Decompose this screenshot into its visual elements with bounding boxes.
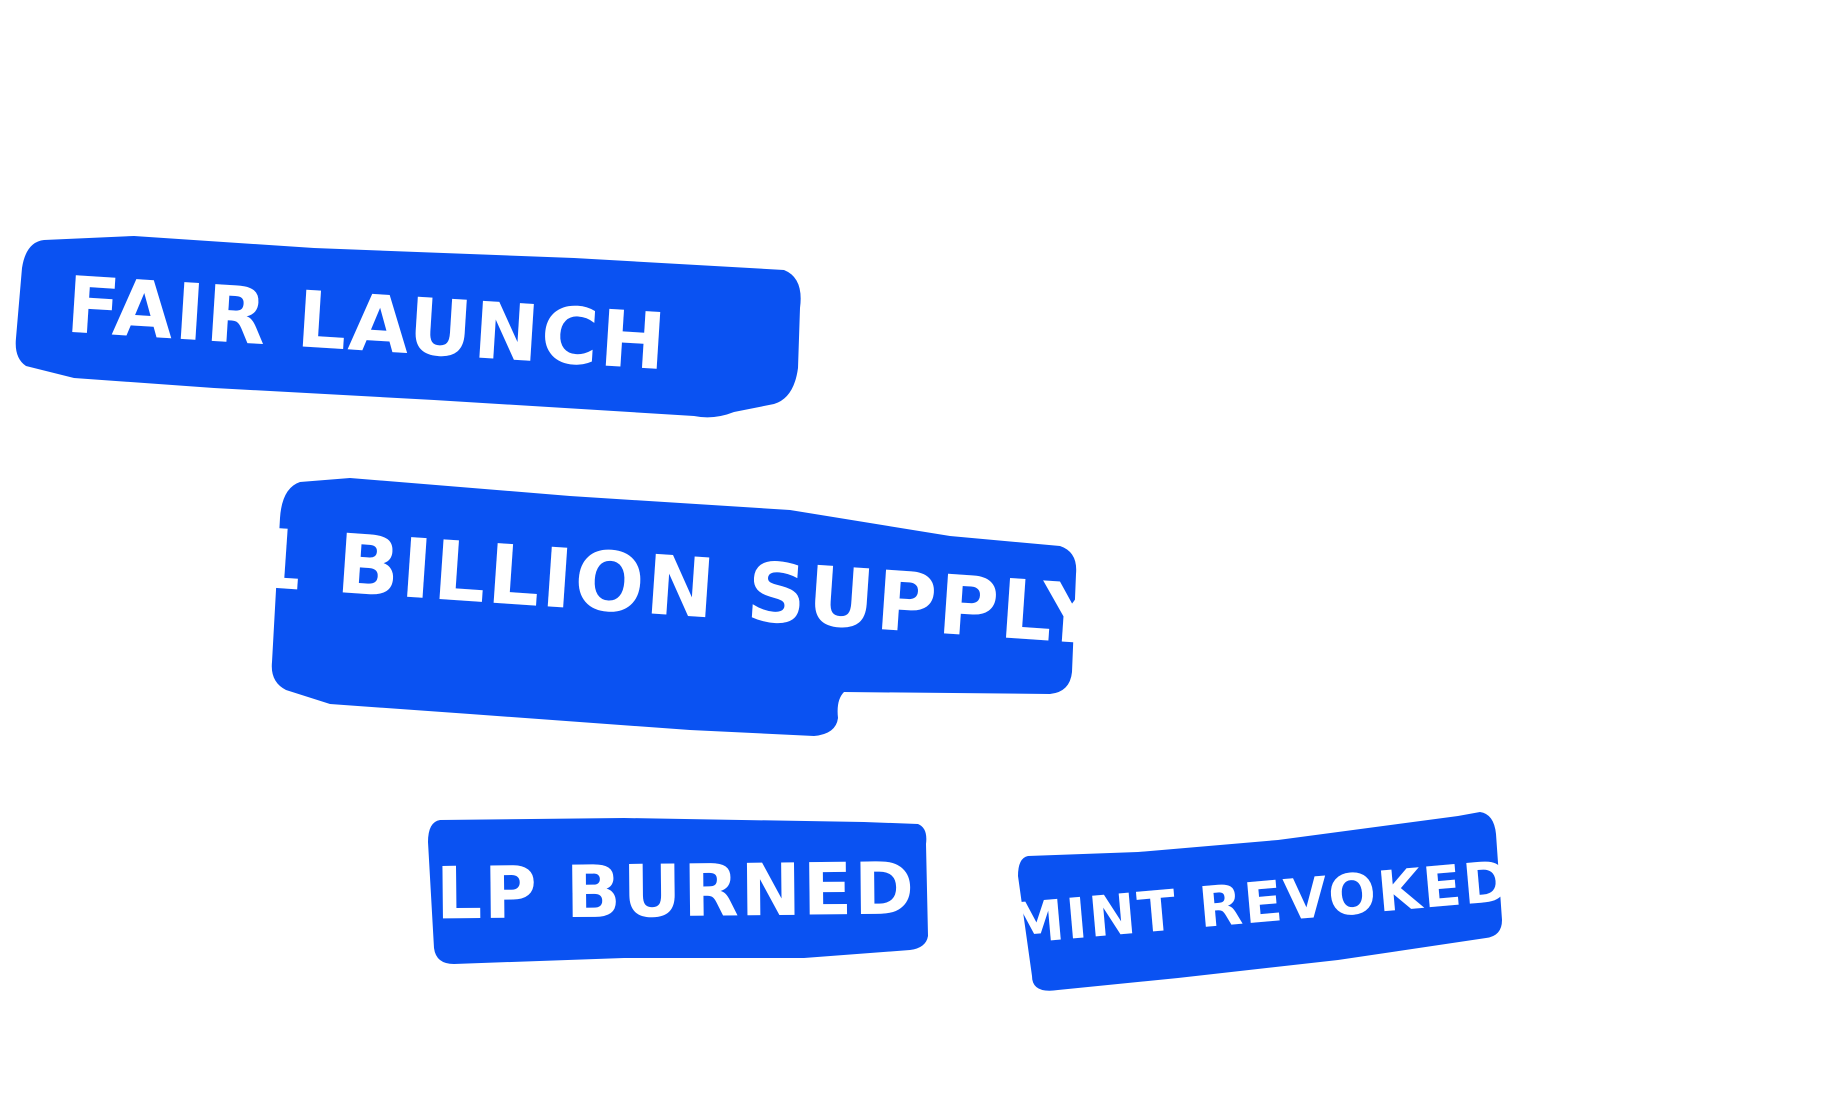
lp-burned-tag: LP BURNED <box>424 818 928 964</box>
supply-label: 1 BILLION SUPPLY <box>244 510 1107 664</box>
mint-revoked-tag-fill <box>1018 812 1502 991</box>
mint-revoked-tag-shape <box>1018 812 1502 991</box>
lp-burned-tag-shape <box>428 818 928 964</box>
fair-launch-tag-fill <box>15 236 801 418</box>
lp-burned-tag-fill <box>428 818 928 964</box>
mint-revoked-tag: MINT REVOKED <box>1006 812 1514 994</box>
supply-tag-fill <box>271 478 1077 736</box>
lp-burned-label: LP BURNED <box>435 846 917 936</box>
supply-tag: 1 BILLION SUPPLY <box>245 478 1106 736</box>
fair-launch-tag-shape <box>15 236 801 418</box>
supply-tag-shape <box>271 478 1077 736</box>
fair-launch-tag: FAIR LAUNCH <box>14 228 801 426</box>
